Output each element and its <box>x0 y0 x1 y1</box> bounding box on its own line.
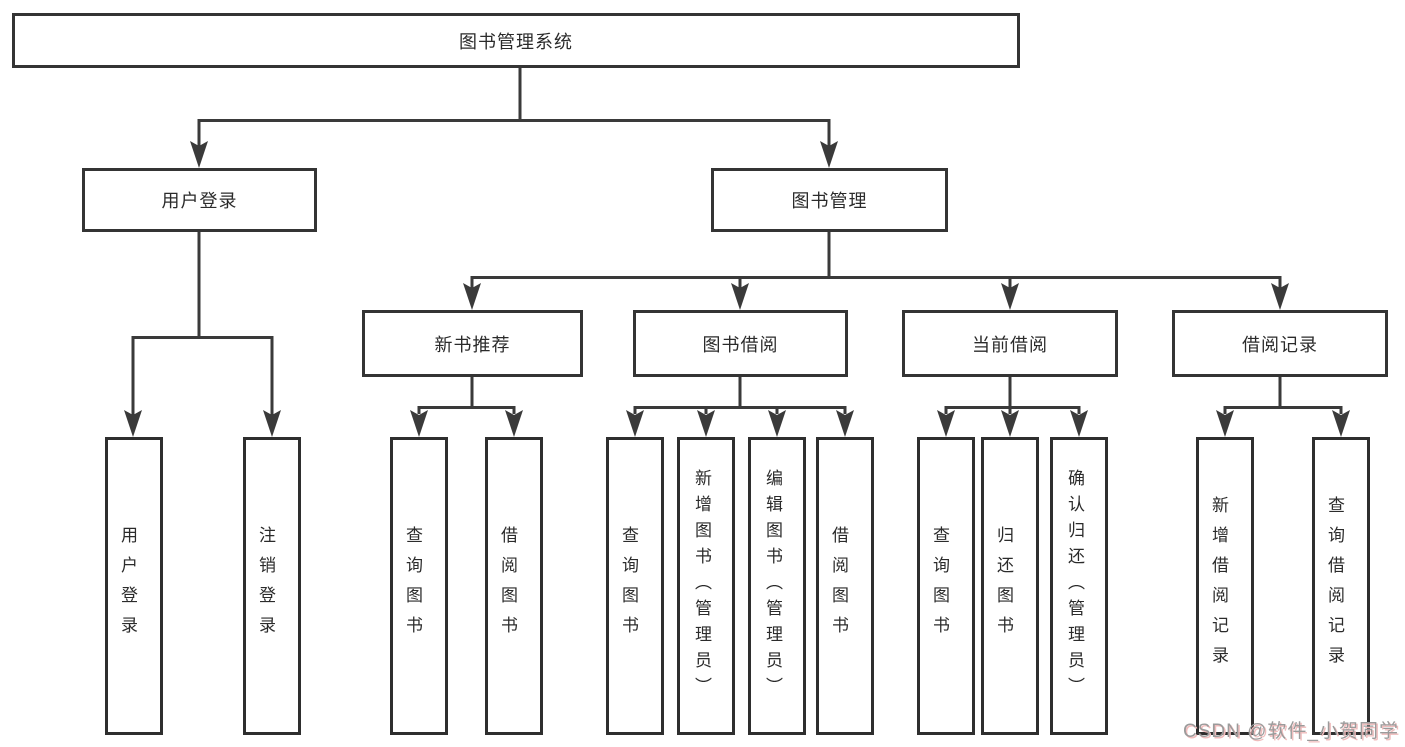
node-borrowing-records: 借阅记录 <box>1172 310 1388 377</box>
node-root: 图书管理系统 <box>12 13 1020 68</box>
leaf-add-borrow-record: 新增借阅记录 <box>1196 437 1254 735</box>
node-user-login-label: 用户登录 <box>161 191 238 211</box>
leaf-borrow-book-recommend-label: 借阅图书 <box>498 526 517 646</box>
leaf-add-book-admin-label: 新增图书（管理员） <box>692 469 711 703</box>
node-book-management: 图书管理 <box>711 168 948 232</box>
leaf-borrow-book-recommend: 借阅图书 <box>485 437 543 735</box>
leaf-query-book-current-label: 查询图书 <box>930 526 949 646</box>
leaf-return-book: 归还图书 <box>981 437 1039 735</box>
leaf-query-book-borrow: 查询图书 <box>606 437 664 735</box>
leaf-query-borrow-record-label: 查询借阅记录 <box>1325 496 1344 676</box>
node-book-management-label: 图书管理 <box>791 191 868 211</box>
leaf-logout: 注销登录 <box>243 437 301 735</box>
leaf-edit-book-admin-label: 编辑图书（管理员） <box>763 469 782 703</box>
leaf-confirm-return-admin-label: 确认归还（管理员） <box>1065 469 1084 703</box>
node-current-borrowing-label: 当前借阅 <box>972 334 1048 355</box>
node-book-borrowing: 图书借阅 <box>633 310 848 377</box>
leaf-return-book-label: 归还图书 <box>994 526 1013 646</box>
leaf-add-borrow-record-label: 新增借阅记录 <box>1209 496 1228 676</box>
leaf-query-book-recommend: 查询图书 <box>390 437 448 735</box>
leaf-query-book-current: 查询图书 <box>917 437 975 735</box>
leaf-confirm-return-admin: 确认归还（管理员） <box>1050 437 1108 735</box>
leaf-logout-label: 注销登录 <box>256 526 275 646</box>
node-new-book-recommend: 新书推荐 <box>362 310 583 377</box>
leaf-query-borrow-record: 查询借阅记录 <box>1312 437 1370 735</box>
leaf-user-login: 用户登录 <box>105 437 163 735</box>
leaf-borrow-book-label: 借阅图书 <box>829 526 848 646</box>
leaf-user-login-label: 用户登录 <box>118 526 137 646</box>
arrowhead-icons <box>124 141 1350 437</box>
leaf-edit-book-admin: 编辑图书（管理员） <box>748 437 806 735</box>
node-user-login: 用户登录 <box>82 168 317 232</box>
node-borrowing-records-label: 借阅记录 <box>1242 334 1318 355</box>
node-new-book-recommend-label: 新书推荐 <box>434 334 511 355</box>
leaf-borrow-book: 借阅图书 <box>816 437 874 735</box>
leaf-query-book-borrow-label: 查询图书 <box>619 526 638 646</box>
leaf-add-book-admin: 新增图书（管理员） <box>677 437 735 735</box>
node-book-borrowing-label: 图书借阅 <box>702 334 779 355</box>
node-root-label: 图书管理系统 <box>459 31 573 52</box>
leaf-query-book-recommend-label: 查询图书 <box>403 526 422 646</box>
node-current-borrowing: 当前借阅 <box>902 310 1118 377</box>
csdn-watermark: CSDN @软件_小贺同学 <box>1183 721 1399 742</box>
